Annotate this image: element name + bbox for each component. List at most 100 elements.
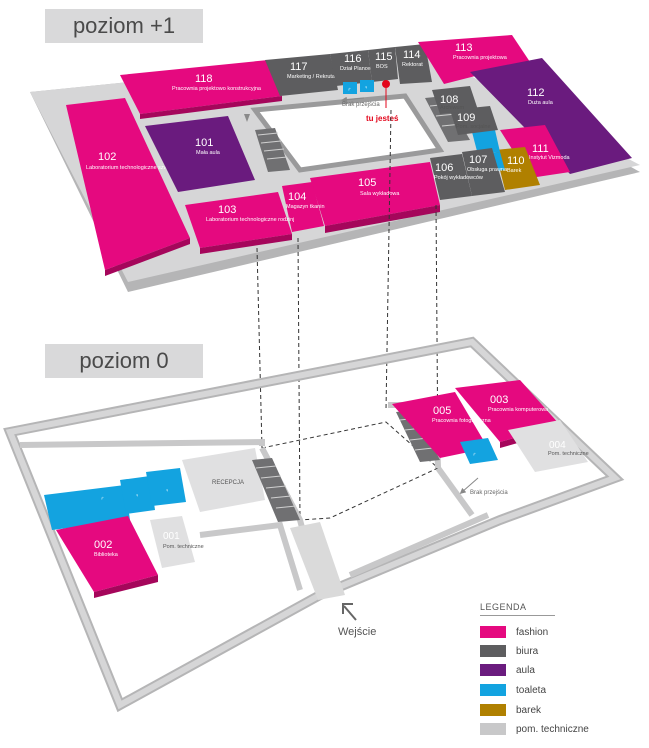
legend-swatch-pom-techniczne — [480, 723, 506, 735]
legend-label-pom-techniczne: pom. techniczne — [516, 723, 589, 735]
room-002[interactable]: 002 Biblioteka — [56, 516, 158, 598]
room-110[interactable]: 110 Barek — [495, 147, 540, 190]
room-102-label: Laboratorium technologiczne szwalnia — [86, 165, 180, 171]
room-002-number: 002 — [94, 539, 112, 551]
room-114-label: Rektorat — [402, 62, 423, 68]
entrance-label: Wejście — [338, 626, 377, 638]
room-104-number: 104 — [288, 191, 306, 203]
legend-label-fashion: fashion — [516, 626, 549, 638]
no-passage-ground: Brak przejścia — [459, 477, 508, 496]
room-005-label: Pracownia fotograficzna — [432, 418, 492, 424]
room-111[interactable]: 111 Instytut Vizmoda — [500, 125, 570, 178]
legend-title: LEGENDA — [480, 602, 527, 612]
level-label-upper: poziom +1 — [45, 9, 203, 43]
room-108[interactable]: 108 Archiwum — [432, 86, 478, 114]
room-114-number: 114 — [403, 49, 421, 61]
room-101[interactable]: 101 Mała aula — [145, 116, 255, 192]
stairs-ground-left — [252, 458, 300, 522]
room-116-number: 116 — [344, 53, 362, 65]
legend-item-toaleta: toaleta — [480, 683, 546, 697]
legend-swatch-barek — [480, 704, 506, 716]
legend-swatch-biura — [480, 645, 506, 657]
room-106[interactable]: 106 Pokój wykładowców — [430, 154, 483, 200]
room-102-number: 102 — [98, 151, 116, 163]
toilet-icon-6: ♂ — [472, 452, 476, 458]
you-are-here-label: tu jesteś — [366, 114, 399, 123]
toilet-icon-2: ♀ — [364, 85, 368, 91]
no-passage-upper-label: Brak przejścia — [342, 102, 380, 108]
room-104-label: Magazyn tkanin — [286, 204, 325, 210]
room-004-number: 004 — [549, 440, 566, 451]
legend-label-biura: biura — [516, 645, 539, 657]
toilet-icon-4: ♀ — [135, 493, 139, 499]
upper-floor: 118 Pracownia projektowo konstrukcyjna 1… — [30, 35, 640, 292]
legend-swatch-toaleta — [480, 684, 506, 696]
room-104[interactable]: 104 Magazyn tkanin — [282, 182, 325, 232]
room-113[interactable]: 113 Pracownia projektowa — [418, 35, 530, 84]
room-001[interactable]: 001 Pom. techniczne — [150, 516, 204, 568]
toilet-ground-right[interactable]: ♂ — [460, 438, 498, 464]
room-118-label: Pracownia projektowo konstrukcyjna — [172, 86, 262, 92]
room-107[interactable]: 107 Obsługa prawna — [462, 148, 508, 196]
entrance-arrow-icon — [342, 603, 357, 621]
room-116-label: Dział Planowania — [340, 66, 383, 72]
room-001-label: Pom. techniczne — [163, 544, 204, 550]
room-106-label: Pokój wykładowców — [434, 175, 483, 181]
room-101-label: Mała aula — [196, 150, 221, 156]
legend-swatch-aula — [480, 664, 506, 676]
room-107-label: Obsługa prawna — [467, 167, 508, 173]
room-002-label: Biblioteka — [94, 552, 119, 558]
room-105-number: 105 — [358, 177, 376, 189]
legend-item-biura: biura — [480, 644, 538, 658]
room-115-number: 115 — [375, 51, 393, 63]
no-passage-ground-label: Brak przejścia — [470, 490, 508, 496]
legend-item-aula: aula — [480, 663, 535, 677]
room-118-number: 118 — [195, 73, 213, 85]
room-106-number: 106 — [435, 162, 453, 174]
room-001-number: 001 — [163, 531, 180, 542]
room-003-label: Pracownia komputerowa — [488, 407, 549, 413]
legend-divider — [480, 615, 555, 616]
toilet-icon-1: ♂ — [347, 87, 351, 93]
room-113-number: 113 — [455, 42, 473, 54]
legend-swatch-fashion — [480, 626, 506, 638]
toilet-ground-left[interactable]: ♂ ♀ ♀ — [44, 468, 186, 530]
room-117[interactable]: 117 Marketing / Rekrutacja / Biuro karie… — [265, 54, 375, 96]
room-109-label: Pom. socjalne — [456, 124, 491, 130]
toilet-icon-5: ♀ — [165, 488, 169, 494]
room-117-number: 117 — [290, 61, 308, 73]
reception[interactable]: RECEPCJA — [182, 448, 265, 512]
toilet-upper-center[interactable]: ♂ ♀ — [343, 80, 374, 94]
room-004-label: Pom. techniczne — [548, 451, 589, 457]
legend-item-pom-techniczne: pom. techniczne — [480, 722, 589, 736]
room-109-number: 109 — [457, 112, 475, 124]
ground-floor: RECEPCJA — [3, 336, 625, 713]
room-111-number: 111 — [532, 143, 549, 155]
room-003-number: 003 — [490, 394, 508, 406]
room-115[interactable]: 115 BOS — [368, 47, 398, 82]
room-107-number: 107 — [469, 154, 487, 166]
room-102[interactable]: 102 Laboratorium technologiczne szwalnia — [66, 98, 190, 276]
room-105[interactable]: 105 Sala wykładowa — [310, 162, 440, 233]
legend-label-aula: aula — [516, 664, 535, 676]
legend-label-barek: barek — [516, 704, 542, 716]
room-114[interactable]: 114 Rektorat — [395, 44, 432, 84]
room-112[interactable]: 112 Duża aula — [470, 58, 632, 174]
room-109[interactable]: 109 Pom. socjalne — [450, 106, 498, 135]
room-101-number: 101 — [195, 137, 213, 149]
room-112-label: Duża aula — [528, 100, 554, 106]
legend-label-toaleta: toaleta — [516, 684, 547, 696]
room-118[interactable]: 118 Pracownia projektowo konstrukcyjna — [120, 60, 282, 119]
room-115-label: BOS — [376, 64, 388, 70]
room-108-label: Archiwum — [440, 105, 465, 111]
room-116[interactable]: 116 Dział Planowania — [330, 50, 383, 86]
room-103-number: 103 — [218, 204, 236, 216]
room-108-number: 108 — [440, 94, 458, 106]
room-004[interactable]: 004 Pom. techniczne — [508, 420, 589, 472]
legend-item-fashion: fashion — [480, 625, 548, 639]
room-110-label: Barek — [507, 168, 522, 174]
room-111-label: Instytut Vizmoda — [529, 155, 570, 161]
room-103[interactable]: 103 Laboratorium technologiczne rodzinj — [185, 192, 294, 254]
